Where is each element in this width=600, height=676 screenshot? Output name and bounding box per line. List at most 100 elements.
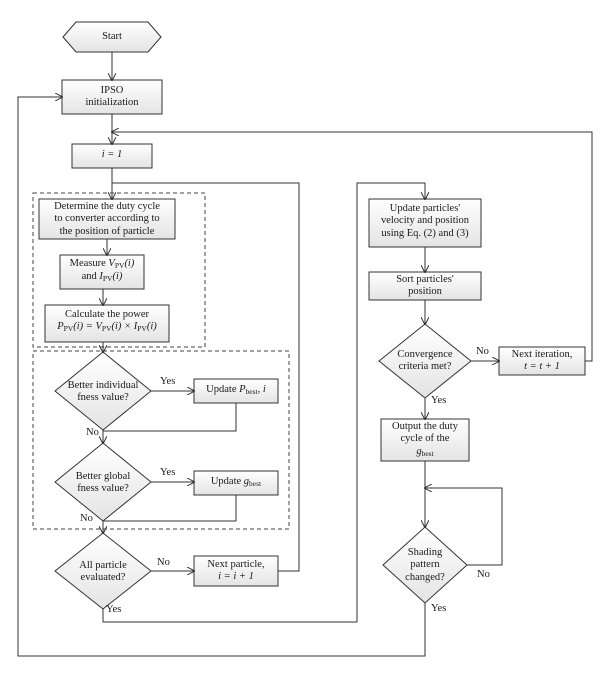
better-individual-line-1: Better individual — [67, 380, 139, 391]
measure-line-2: and IPV(i) — [60, 271, 144, 284]
shading-label: Shading pattern changed? — [383, 547, 467, 584]
output-g-sub: best — [421, 448, 434, 458]
all-evaluated-line-1: All particle — [79, 560, 127, 571]
measure-v-sub: PV — [114, 261, 125, 270]
update-velocity-node — [368, 198, 482, 248]
update-gbest-label: Update gbest — [194, 476, 278, 489]
all-evaluated-line-2: evaluated? — [80, 572, 126, 584]
sort-line-2: position — [408, 286, 442, 298]
measure-and: and — [81, 270, 100, 282]
start-node — [62, 21, 162, 53]
next-iteration-line-2: t = t + 1 — [524, 361, 560, 373]
update-group-frame — [32, 350, 290, 530]
set-i-label: i = 1 — [101, 149, 123, 160]
duty-label-line-2: to converter according to — [54, 213, 160, 225]
convergence-line-1: Convergence — [397, 349, 453, 360]
update-pbest-label: Update Pbest, i — [194, 384, 278, 397]
sort-node — [368, 271, 482, 301]
yes-label-shading: Yes — [431, 603, 447, 614]
update-pbest-sub: best — [245, 387, 258, 396]
measure-i-sub: PV — [102, 273, 113, 283]
power-p-sub: PV — [63, 324, 74, 334]
update-gbest-sub: best — [249, 479, 262, 488]
update-gbest-g: g — [243, 476, 250, 487]
update-pbest-node — [193, 378, 279, 404]
measure-text: Measure — [69, 258, 109, 269]
shading-line-3: changed? — [405, 571, 445, 583]
power-v-sub: PV — [101, 324, 112, 334]
shading-line-1: Shading — [407, 547, 443, 558]
init-label-line-2: initialization — [85, 97, 139, 109]
yes-label-global: Yes — [160, 467, 176, 478]
update-pbest-text: Update — [206, 384, 240, 395]
no-label-individual: No — [86, 427, 99, 438]
output-g: g — [416, 445, 422, 457]
measure-v: V — [108, 258, 115, 269]
duty-label: Determine the duty cycle to converter ac… — [39, 201, 175, 238]
update-velocity-line-2: velocity and position — [380, 215, 470, 227]
init-node — [61, 79, 163, 115]
power-p: P — [57, 321, 64, 333]
measure-i-arg: (i) — [112, 270, 123, 282]
next-iteration-node — [498, 346, 586, 376]
measure-node — [59, 254, 145, 290]
power-eq-1: (i) = V — [73, 321, 102, 333]
better-global-label: Better global fness value? — [55, 471, 151, 496]
measure-i: I — [99, 270, 103, 282]
output-line-1: Output the duty — [392, 421, 458, 432]
init-label: IPSO initialization — [62, 85, 162, 110]
all-evaluated-label: All particle evaluated? — [55, 560, 151, 585]
power-node — [44, 304, 170, 343]
update-pbest-p: P — [239, 384, 246, 395]
power-line-1: Calculate the power — [65, 309, 149, 320]
measure-label: Measure VPV(i) and IPV(i) — [60, 258, 144, 284]
output-label: Output the duty cycle of the gbest — [381, 421, 469, 459]
power-eq-2: (i) × I — [111, 321, 138, 333]
output-line-3: gbest — [381, 446, 469, 459]
output-node — [380, 418, 470, 462]
better-global-line-2: fness value? — [77, 483, 129, 495]
convergence-label: Convergence criteria met? — [379, 349, 471, 374]
power-line-2: PPV(i) = VPV(i) × IPV(i) — [45, 321, 169, 334]
connectors — [17, 52, 593, 657]
better-global-line-1: Better global — [75, 471, 131, 482]
update-velocity-label: Update particles' velocity and position … — [369, 203, 481, 240]
update-velocity-line-3: using Eq. (2) and (3) — [381, 227, 469, 239]
next-iteration-label: Next iteration, t = t + 1 — [499, 349, 585, 374]
measure-v-arg: (i) — [124, 258, 135, 269]
no-label-global: No — [80, 513, 93, 524]
update-pbest-suffix: , i — [257, 384, 266, 395]
next-particle-line-2: i = i + 1 — [218, 571, 254, 583]
update-gbest-text: Update — [210, 476, 244, 487]
power-i-sub: PV — [137, 324, 147, 334]
yes-label-individual: Yes — [160, 376, 176, 387]
convergence-line-2: criteria met? — [398, 361, 452, 373]
sort-line-1: Sort particles' — [396, 274, 454, 285]
duty-node — [38, 198, 176, 240]
measurement-group-frame — [32, 192, 206, 348]
next-particle-label: Next particle, i = i + 1 — [194, 559, 278, 584]
shading-line-2: pattern — [410, 559, 440, 571]
measure-line-1: Measure VPV(i) — [60, 258, 144, 271]
init-label-line-1: IPSO — [100, 85, 124, 96]
no-label-shading: No — [477, 569, 490, 580]
power-eq-3: (i) — [146, 321, 157, 333]
better-individual-line-2: fness value? — [77, 392, 129, 404]
update-gbest-node — [193, 470, 279, 496]
no-label-convergence: No — [476, 346, 489, 357]
better-individual-label: Better individual fness value? — [55, 380, 151, 405]
next-iteration-line-1: Next iteration, — [511, 349, 573, 360]
output-line-2: cycle of the — [400, 433, 450, 445]
duty-label-line-3: the position of particle — [59, 225, 155, 237]
duty-label-line-1: Determine the duty cycle — [54, 201, 160, 212]
update-velocity-line-1: Update particles' — [389, 203, 461, 214]
next-particle-line-1: Next particle, — [207, 559, 265, 570]
yes-label-evaluated: Yes — [106, 604, 122, 615]
power-label: Calculate the power PPV(i) = VPV(i) × IP… — [45, 309, 169, 334]
no-label-evaluated: No — [157, 557, 170, 568]
yes-label-convergence: Yes — [431, 395, 447, 406]
start-label: Start — [102, 31, 122, 42]
sort-label: Sort particles' position — [369, 274, 481, 299]
